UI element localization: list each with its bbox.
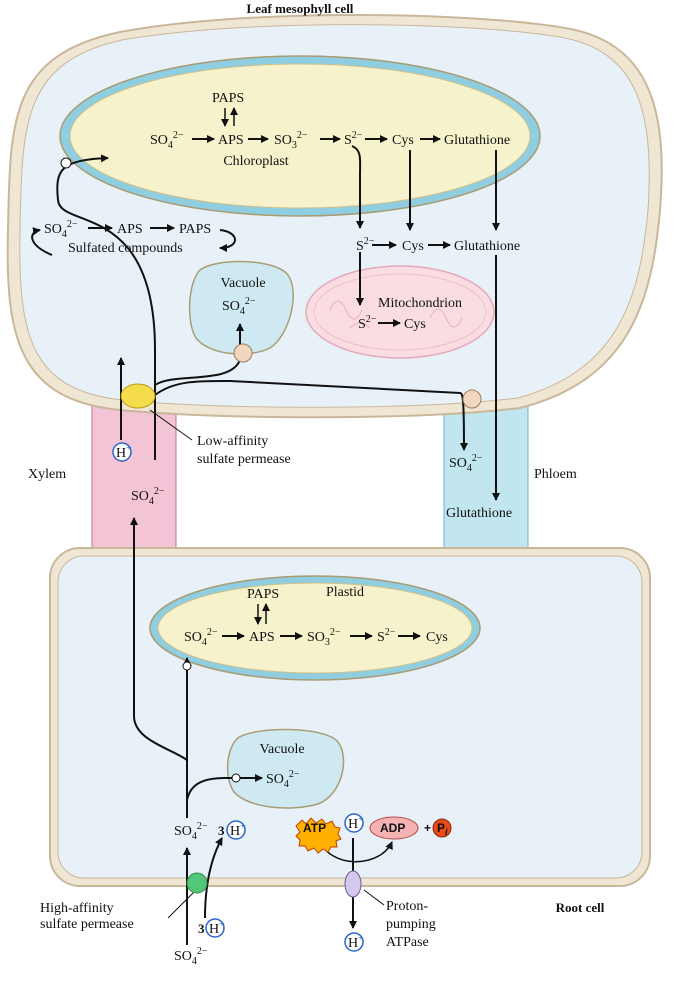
chl-paps: PAPS [212, 91, 244, 106]
pl-cys: Cys [426, 630, 448, 645]
root-h: H+ [230, 821, 246, 839]
leaf-vacuole-so4: SO42− [222, 296, 256, 317]
atpase-h-in: H+ [348, 814, 364, 832]
cyt-so4: SO42− [44, 219, 78, 240]
atpase-label-2: pumping [386, 917, 436, 932]
leaf-vacuole-label: Vacuole [220, 276, 265, 291]
pl-so4: SO42− [184, 627, 218, 648]
root-vacuole-so4: SO42− [266, 769, 300, 790]
phloem-so4: SO42− [449, 453, 483, 474]
xylem-to-vacuole-arrow [154, 323, 244, 386]
cyt-sulfation-arrow [219, 229, 236, 252]
cyt-paps: PAPS [179, 222, 211, 237]
pl-aps: APS [249, 630, 275, 645]
soil-h: H+ [209, 919, 225, 937]
atp-label: ATP [303, 821, 326, 835]
plus-sign: + [424, 821, 431, 835]
atpase-label-3: ATPase [386, 935, 429, 950]
root-vacuole [226, 728, 345, 809]
soil-so4: SO42− [174, 946, 208, 967]
root-h-ring [226, 820, 246, 840]
s-export-arrow [351, 145, 364, 229]
pi-circle [432, 818, 452, 838]
xylem-h: H+ [116, 443, 132, 461]
chloroplast-label: Chloroplast [223, 154, 288, 169]
leaf-vacuole [188, 260, 294, 355]
mitochondrion-cristae [329, 300, 463, 329]
pl-so3: SO32− [307, 627, 341, 648]
soil-h-count: 3 [198, 921, 205, 936]
mitochondrion-outer [305, 265, 495, 359]
adp-bubble [369, 816, 419, 840]
atpase-leader [363, 889, 385, 906]
phloem-transporter [462, 389, 482, 409]
root-vacuole-label: Vacuole [259, 742, 304, 757]
mitochondrion-label: Mitochondrion [378, 296, 462, 311]
soil-h-ring [205, 918, 225, 938]
chl-aps: APS [218, 133, 244, 148]
xylem-to-phloem-arrow [154, 379, 468, 451]
high-affinity-leader [167, 889, 197, 919]
root-to-vacuole-arrow [186, 774, 263, 801]
high-affinity-permease [186, 872, 208, 894]
low-affinity-permease [120, 383, 156, 409]
mito-cys: Cys [404, 317, 426, 332]
xylem-label: Xylem [28, 467, 66, 482]
low-affinity-label-2: sulfate permease [197, 452, 291, 467]
high-affinity-label-1: High-affinity [40, 901, 114, 916]
atpase-h-ring [344, 813, 364, 833]
leaf-vacuole-transporter [233, 343, 253, 363]
sulfated-compounds-label: Sulfated compounds [68, 241, 183, 256]
xylem-to-cytosol-arrow [31, 227, 53, 256]
phloem-label: Phloem [534, 467, 577, 482]
root-vacuole-transporter [231, 773, 241, 783]
proton-cotransport-arrow [204, 837, 223, 919]
proton-atpase [344, 870, 362, 898]
pl-paps: PAPS [247, 587, 279, 602]
chl-glutathione: Glutathione [444, 133, 510, 148]
chl-so4: SO42− [150, 130, 184, 151]
mitochondrion-inner [313, 273, 487, 351]
adp-label: ADP [380, 821, 405, 835]
root-cell-title: Root cell [556, 900, 605, 915]
pi-label: Pi [437, 821, 448, 837]
chloroplast-transporter [60, 157, 72, 169]
cyt-glutathione: Glutathione [454, 239, 520, 254]
cyt-s: S2− [356, 236, 375, 254]
mito-s: S2− [358, 314, 377, 332]
root-h-count: 3 [218, 823, 225, 838]
chl-s: S2− [344, 130, 363, 148]
atpase-label-1: Proton- [386, 899, 428, 914]
atpase-h-out: H+ [348, 933, 364, 951]
low-affinity-leader [149, 409, 193, 441]
pl-s: S2− [377, 627, 396, 645]
atp-burst [295, 817, 342, 854]
chl-so3: SO32− [274, 130, 308, 151]
low-affinity-label-1: Low-affinity [197, 434, 268, 449]
phloem-glutathione: Glutathione [446, 506, 512, 521]
plastid-label: Plastid [326, 585, 364, 600]
outside-h-ring [344, 932, 364, 952]
chloroplast-inner [69, 63, 531, 209]
root-to-xylem-arrow [130, 517, 188, 761]
cyt-aps: APS [117, 222, 143, 237]
xylem-so4: SO42− [131, 486, 165, 507]
root-so4: SO42− [174, 821, 208, 842]
high-affinity-label-2: sulfate permease [40, 917, 134, 932]
leaf-cell-title: Leaf mesophyll cell [247, 1, 354, 16]
chl-cys: Cys [392, 133, 414, 148]
plastid-transporter [182, 661, 192, 671]
xylem-h-ring [112, 442, 132, 462]
plastid-inner [157, 582, 473, 674]
cyt-cys: Cys [402, 239, 424, 254]
